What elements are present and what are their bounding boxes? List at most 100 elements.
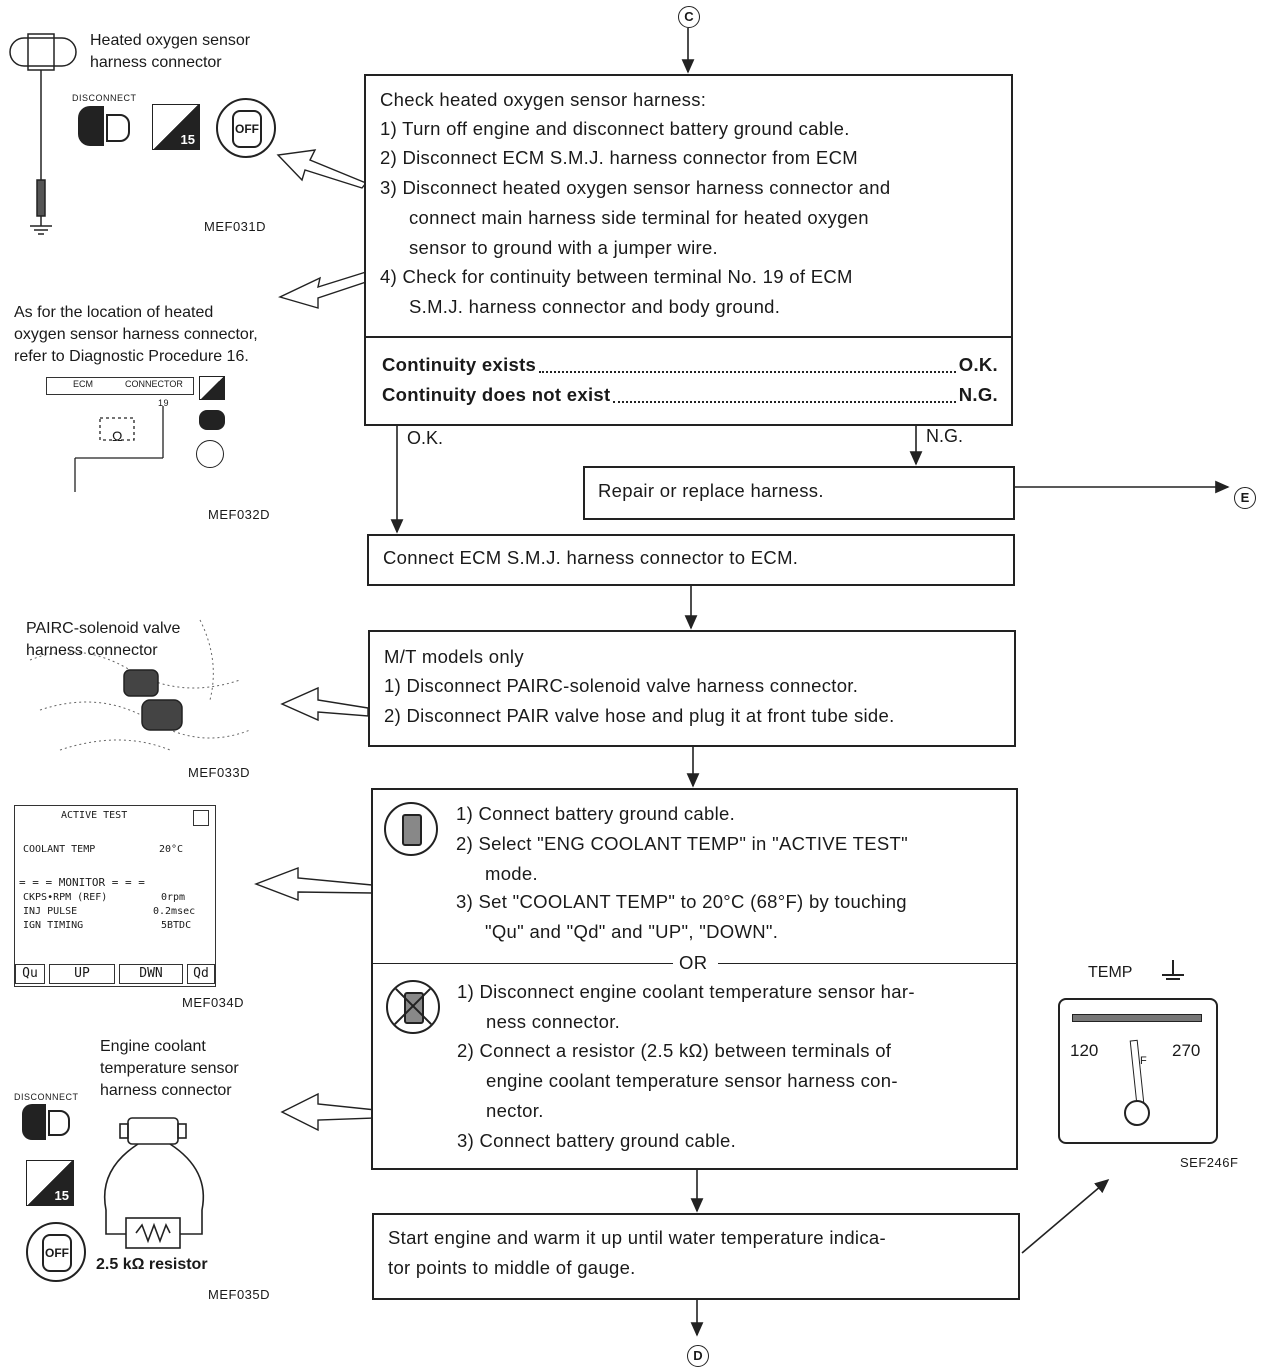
screen-monitor: = = = MONITOR = = = — [19, 876, 145, 889]
step-warm-up — [372, 1213, 1020, 1300]
screen-m1-value: 0rpm — [161, 892, 186, 903]
button-qu[interactable]: Qu — [15, 964, 45, 984]
pointer-arrows — [254, 149, 377, 1132]
no-tester-icon — [386, 980, 440, 1034]
fig2-text: refer to Diagnostic Procedure 16. — [14, 348, 249, 365]
ignition-off-icon: OFF — [216, 98, 276, 158]
ecm-connector-icon: ECM CONNECTOR — [46, 377, 194, 395]
screen-m1: CKPS•RPM (REF) — [23, 892, 108, 903]
consult-tester-icon — [384, 802, 438, 856]
box4-step: "Qu" and "Qd" and "UP", "DOWN". — [485, 921, 779, 942]
battery-ground-icon: 15 — [152, 104, 200, 150]
box4-step: 2) Select "ENG COOLANT TEMP" in "ACTIVE … — [456, 833, 909, 854]
ignition-off-icon — [196, 440, 224, 468]
fig6-code: SEF246F — [1180, 1155, 1239, 1170]
button-qd[interactable]: Qd — [187, 964, 215, 984]
box4-step: ness connector. — [486, 1011, 621, 1032]
engine-sketch — [29, 619, 251, 751]
button-up[interactable]: UP — [49, 964, 115, 984]
temp-symbol-icon — [1162, 960, 1184, 980]
fig5-code: MEF035D — [208, 1287, 271, 1302]
step-coolant-temp — [371, 788, 1018, 1170]
gauge-pivot — [1124, 1100, 1150, 1126]
branch-ok-label: O.K. — [407, 428, 444, 448]
box3-step: 1) Disconnect PAIRC-solenoid valve harne… — [384, 675, 859, 696]
box4-step: 1) Connect battery ground cable. — [456, 803, 736, 824]
fig3-label: harness connector — [26, 642, 158, 659]
button-dwn[interactable]: DWN — [119, 964, 183, 984]
step-check-harness — [364, 74, 1013, 426]
box4-step: engine coolant temperature sensor harnes… — [486, 1070, 898, 1091]
battery-ground-icon — [199, 376, 225, 400]
fig1-label: Heated oxygen sensor — [90, 32, 251, 49]
fig1-label: harness connector — [90, 54, 222, 71]
box4-step: mode. — [485, 863, 538, 884]
screen-title: ACTIVE TEST — [61, 810, 128, 821]
temperature-gauge: 120 270 F — [1058, 998, 1218, 1144]
or-label: OR — [679, 952, 708, 973]
screen-m2: INJ PULSE — [23, 906, 78, 917]
disconnect-label: DISCONNECT — [14, 1092, 79, 1102]
consult-screen: ACTIVE TEST COOLANT TEMP 20°C = = = MONI… — [14, 805, 216, 987]
ignition-off-icon: OFF — [26, 1222, 86, 1282]
repair-text: Repair or replace harness. — [598, 480, 824, 501]
box1-step: 4) Check for continuity between terminal… — [380, 266, 853, 287]
result-ng-value: N.G. — [958, 384, 998, 405]
screen-m3: IGN TIMING — [23, 920, 84, 931]
disconnect-icon — [199, 410, 225, 430]
fig2-code: MEF032D — [208, 507, 271, 522]
box1-step: 2) Disconnect ECM S.M.J. harness connect… — [380, 147, 858, 168]
result-ok-label: Continuity exists — [382, 354, 537, 375]
gauge-scale — [1072, 1014, 1202, 1022]
connector-c: C — [678, 6, 700, 28]
box1-step: sensor to ground with a jumper wire. — [409, 237, 718, 258]
resistor-circuit — [103, 1117, 205, 1249]
fig5-label: temperature sensor — [100, 1060, 239, 1077]
box1-step: S.M.J. harness connector and body ground… — [409, 296, 781, 317]
continuity-circuit — [74, 406, 164, 492]
or-divider-left — [373, 963, 673, 964]
step-mt-models — [368, 630, 1016, 747]
box4-step: 2) Connect a resistor (2.5 kΩ) between t… — [457, 1040, 892, 1061]
screen-row-value: 20°C — [159, 844, 184, 855]
fig3-code: MEF033D — [188, 765, 251, 780]
disconnect-icon — [22, 1104, 72, 1140]
disconnect-label: DISCONNECT — [72, 93, 137, 103]
box1-step: connect main harness side terminal for h… — [409, 207, 869, 228]
fig1-code: MEF031D — [204, 219, 267, 234]
box3-title: M/T models only — [384, 646, 524, 667]
result-ng-row: Continuity does not exist N.G. — [382, 380, 998, 410]
disconnect-icon — [78, 106, 130, 146]
arrow-box5-to-gauge — [1021, 1178, 1110, 1254]
connector-d: D — [687, 1345, 709, 1367]
ohm-label: Ω — [112, 428, 123, 444]
box4-step: 3) Connect battery ground cable. — [457, 1130, 737, 1151]
box1-step: 3) Disconnect heated oxygen sensor harne… — [380, 177, 891, 198]
gauge-low: 120 — [1070, 1041, 1099, 1060]
fig5-label: Engine coolant — [100, 1038, 206, 1055]
fig3-label: PAIRC-solenoid valve — [26, 620, 181, 637]
box1-title: Check heated oxygen sensor harness: — [380, 89, 707, 110]
step-repair — [583, 466, 1015, 520]
box5-line: tor points to middle of gauge. — [388, 1257, 636, 1278]
fig5-label: harness connector — [100, 1082, 232, 1099]
box4-step: 1) Disconnect engine coolant temperature… — [457, 981, 915, 1002]
screen-row-label: COOLANT TEMP — [23, 844, 96, 855]
gauge-needle-label: F — [1140, 1055, 1147, 1067]
battery-ground-icon: 15 — [26, 1160, 74, 1206]
step-connect-ecm — [367, 534, 1015, 586]
result-ng-label: Continuity does not exist — [382, 384, 611, 405]
pin-label: 19 — [158, 398, 170, 408]
box5-line: Start engine and warm it up until water … — [388, 1227, 886, 1248]
or-divider-right — [718, 963, 1016, 964]
oxygen-sensor-connector-icon — [9, 33, 77, 235]
gauge-high: 270 — [1172, 1041, 1201, 1060]
box4-step: 3) Set "COOLANT TEMP" to 20°C (68°F) by … — [456, 891, 907, 912]
fig2-text: oxygen sensor harness connector, — [14, 326, 258, 343]
connect-ecm-text: Connect ECM S.M.J. harness connector to … — [383, 547, 799, 568]
gauge-title: TEMP — [1088, 964, 1133, 981]
resistor-label: 2.5 kΩ resistor — [96, 1256, 208, 1273]
fig4-code: MEF034D — [182, 995, 245, 1010]
